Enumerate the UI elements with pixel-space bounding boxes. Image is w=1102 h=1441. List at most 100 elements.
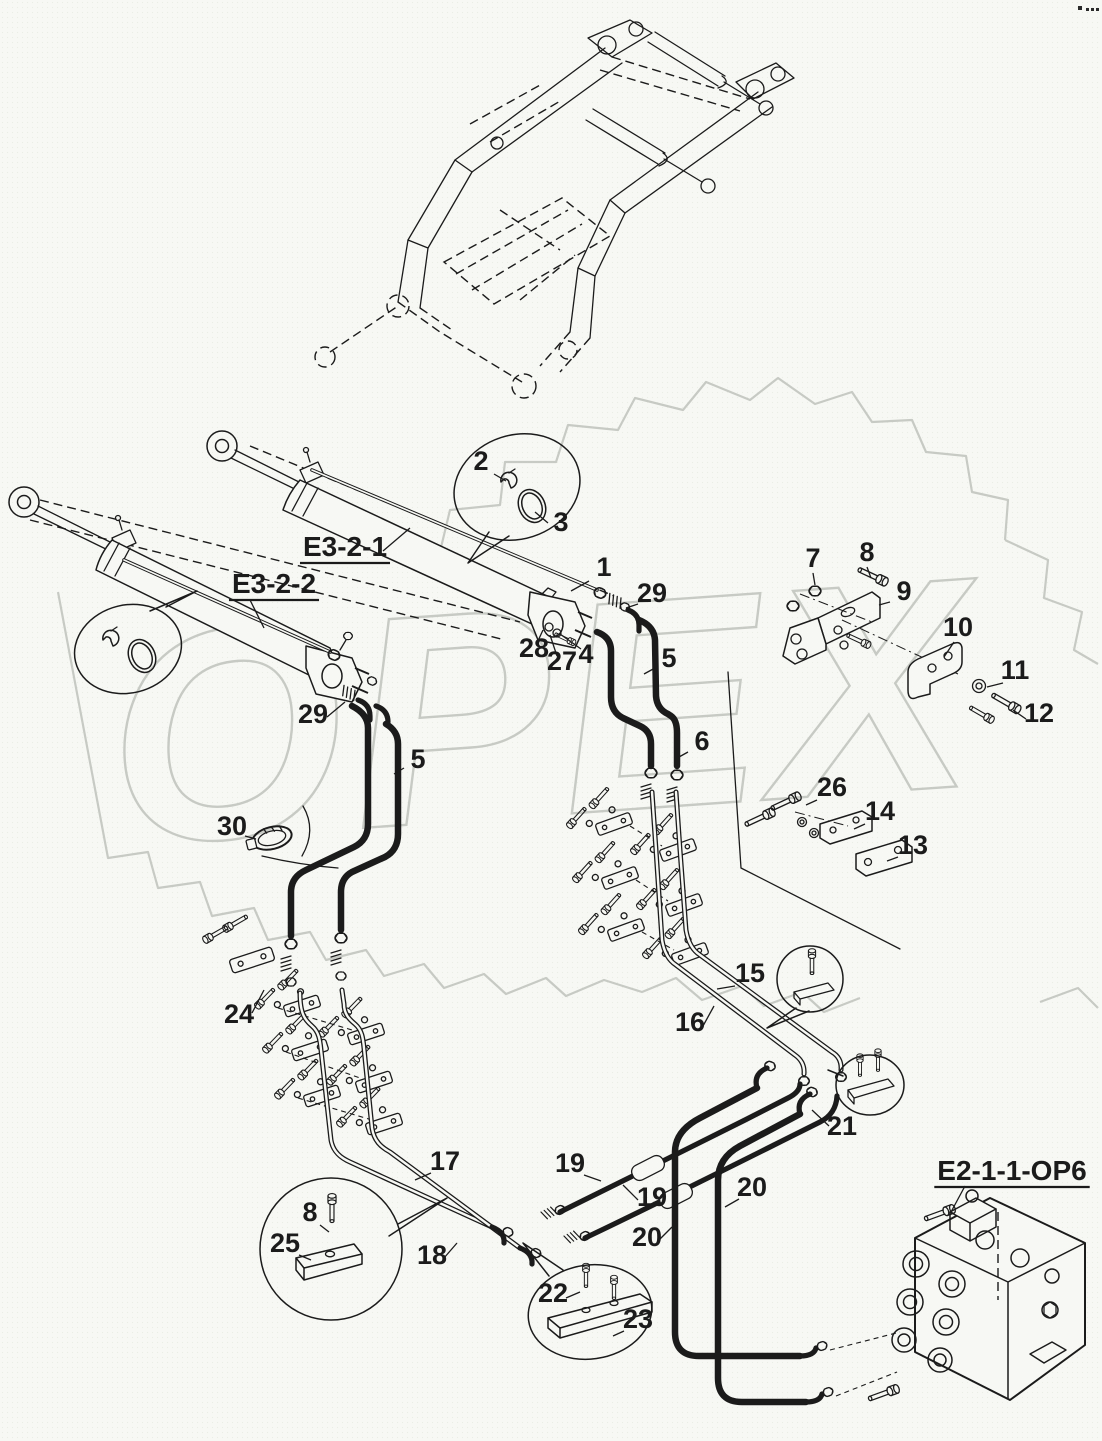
part-label-28: 28	[519, 633, 549, 663]
part-label-19: 19	[637, 1182, 667, 1212]
leader-line	[549, 634, 558, 657]
leader-line	[559, 633, 582, 650]
leader-line	[536, 629, 544, 644]
leader-line	[534, 511, 549, 524]
leader-line	[298, 1254, 312, 1261]
hoses-part-5-left	[280, 702, 402, 987]
leader-line	[886, 856, 899, 862]
watermark-gear-left	[56, 591, 861, 1014]
ref-label-E3-2-2: E3-2-2	[232, 568, 316, 599]
leader-line	[702, 1005, 715, 1027]
tubes-17-18	[297, 987, 581, 1267]
leader-line	[570, 580, 590, 592]
leader-line	[950, 1185, 966, 1213]
leader-line	[724, 1198, 740, 1208]
part-label-17: 17	[430, 1146, 460, 1176]
part-label-8: 8	[859, 537, 874, 567]
leader-line	[393, 767, 405, 775]
part-label-25: 25	[270, 1228, 300, 1258]
valve-block	[866, 1189, 1086, 1404]
leader-line	[622, 1184, 639, 1201]
part-label-4: 4	[578, 639, 593, 669]
part-label-3: 3	[553, 507, 568, 537]
leader-line	[493, 473, 507, 482]
part-label-19: 19	[555, 1148, 585, 1178]
balloon-2-3	[453, 432, 581, 564]
hoses-part-5-center	[593, 616, 684, 803]
part-label-1: 1	[596, 552, 611, 582]
watermark-gear-right	[1004, 539, 1099, 1009]
part-label-22: 22	[538, 1278, 568, 1308]
leader-line	[812, 572, 816, 586]
leader-line	[249, 599, 265, 629]
leader-line	[986, 682, 1004, 688]
leader-line	[244, 835, 257, 840]
leader-line	[251, 989, 265, 1014]
part-label-11: 11	[1001, 655, 1030, 685]
tube-part-1	[310, 468, 642, 634]
leader-line	[565, 1291, 581, 1299]
watermark: OPEX	[56, 376, 1099, 1014]
leader-line	[414, 1172, 432, 1181]
balloon-clamp-21	[827, 1048, 905, 1116]
leader-line	[583, 1174, 602, 1182]
leader-line	[866, 566, 872, 579]
part-label-20: 20	[632, 1222, 662, 1252]
leader-line	[878, 601, 891, 606]
part-label-23: 23	[623, 1304, 653, 1334]
leader-line	[319, 1224, 330, 1233]
leader-line	[643, 667, 656, 675]
leader-line	[443, 1242, 458, 1259]
part-label-5: 5	[410, 744, 425, 774]
ref-label-E2-1-1-OP6: E2-1-1-OP6	[937, 1155, 1086, 1186]
leader-line	[853, 823, 866, 830]
part-label-12: 12	[1024, 698, 1054, 728]
leader-line	[943, 641, 955, 658]
part-label-24: 24	[224, 999, 254, 1029]
part-label-29: 29	[637, 578, 667, 608]
balloon-bolt-clamp-mid	[766, 945, 844, 1029]
part-label-30: 30	[217, 811, 247, 841]
leader-line	[678, 751, 689, 758]
leader-line	[811, 1109, 830, 1127]
part-label-26: 26	[817, 772, 847, 802]
tube-part-1b	[122, 558, 391, 725]
watermark-gear-top	[436, 376, 1010, 561]
hoses-20	[671, 1059, 901, 1406]
corner-mark	[1078, 6, 1099, 11]
part-label-10: 10	[943, 612, 973, 642]
part-label-5: 5	[661, 643, 676, 673]
balloon-22-23	[522, 1242, 653, 1361]
leader-line	[1012, 709, 1027, 720]
part-label-16: 16	[675, 1007, 705, 1037]
clamps-13-14-assembly	[742, 790, 913, 877]
leader-line	[612, 1330, 625, 1337]
tubes-15-16	[649, 789, 847, 1087]
part-label-7: 7	[805, 543, 820, 573]
leader-line	[625, 603, 639, 609]
leader-line	[805, 799, 818, 806]
part-label-21: 21	[827, 1111, 857, 1141]
hoses-19	[552, 1081, 840, 1243]
phantom-loader-assembly	[314, 19, 795, 399]
leader-line	[716, 985, 736, 990]
part-label-20: 20	[737, 1172, 767, 1202]
bracket-9-assembly	[782, 564, 959, 675]
part-label-9: 9	[896, 576, 911, 606]
leader-line	[326, 701, 346, 718]
long-leader-lines	[261, 671, 901, 950]
part-label-8: 8	[302, 1197, 317, 1227]
part-label-2: 2	[473, 446, 488, 476]
balloon-8-25	[259, 1177, 448, 1321]
part-label-6: 6	[694, 726, 709, 756]
part-label-14: 14	[865, 796, 895, 826]
hose-clamp-30	[245, 825, 293, 851]
ref-label-E3-2-1: E3-2-1	[303, 531, 387, 562]
leader-line	[658, 1226, 673, 1241]
balloon-clip-oring-left	[73, 590, 198, 695]
clamp-cluster-left	[200, 912, 403, 1144]
part-label-13: 13	[898, 830, 928, 860]
